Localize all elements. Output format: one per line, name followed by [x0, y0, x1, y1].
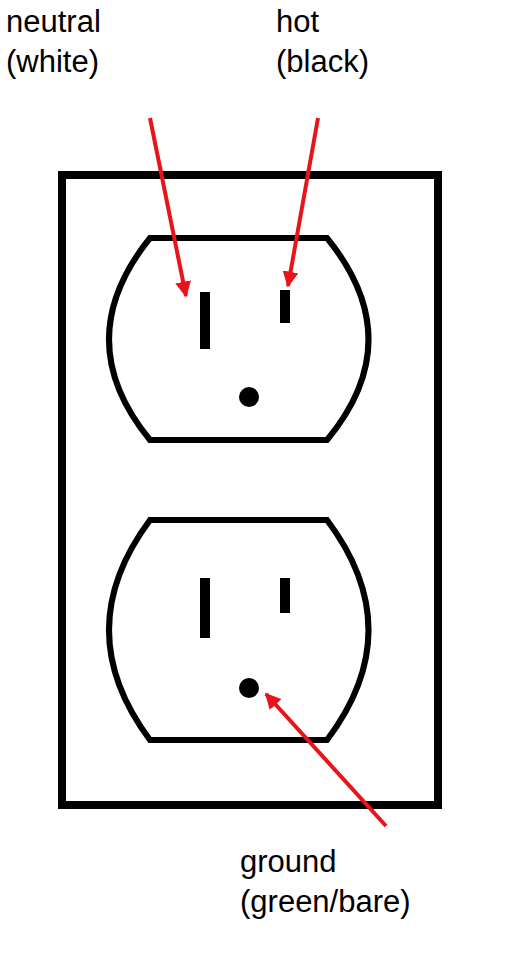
- receptacle-face: [109, 238, 369, 440]
- hot-slot: [280, 290, 290, 323]
- ground-hole: [239, 678, 259, 698]
- neutral-slot: [200, 578, 210, 638]
- wire-label: neutral (white): [6, 2, 126, 82]
- wire-label: ground (green/bare): [240, 842, 430, 922]
- wire-label: hot (black): [276, 2, 386, 82]
- pointer-arrow: [150, 118, 186, 296]
- pointer-arrow: [266, 694, 386, 826]
- wall-plate: [62, 175, 438, 805]
- neutral-slot: [200, 292, 210, 349]
- receptacle-face: [109, 520, 369, 740]
- ground-hole: [239, 387, 259, 407]
- pointer-arrow: [288, 118, 318, 286]
- hot-slot: [280, 578, 290, 613]
